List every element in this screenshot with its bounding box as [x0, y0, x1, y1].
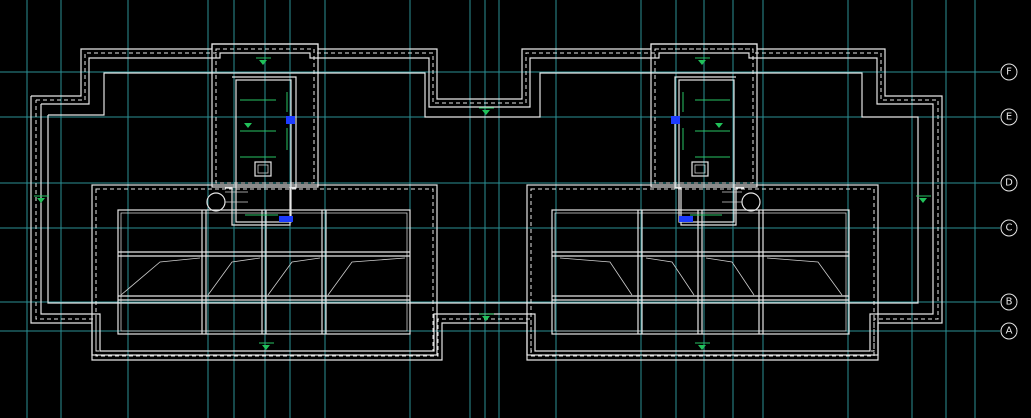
right-vent-box: [691, 161, 709, 177]
axis-circle-icon: [1000, 219, 1018, 237]
level-triangle-icon: [919, 198, 927, 203]
drain-circle-icon: [741, 192, 761, 212]
axis-label: E: [1006, 112, 1012, 123]
level-triangle-icon: [37, 198, 45, 203]
level-triangle-icon: [482, 316, 490, 321]
axis-circle-icon: [1000, 108, 1018, 126]
level-triangle-icon: [715, 123, 723, 128]
level-triangle-icon: [259, 60, 267, 65]
axis-bubble-B: B: [1000, 293, 1018, 311]
right-platform: [526, 184, 879, 356]
level-triangle-icon: [698, 345, 706, 350]
right-unit: [526, 43, 879, 356]
door-marker-icon: [279, 216, 293, 222]
left-vent-box: [254, 161, 272, 177]
axis-circle-icon: [1000, 293, 1018, 311]
axis-bubble-D: D: [1000, 174, 1018, 192]
roof-outline: [30, 43, 943, 361]
axis-label: F: [1006, 67, 1012, 78]
axis-label: C: [1006, 223, 1013, 234]
axis-bubble-E: E: [1000, 108, 1018, 126]
door-marker-icon: [286, 116, 295, 124]
left-platform: [91, 184, 438, 356]
right-skylight: [551, 209, 850, 335]
level-triangle-icon: [262, 345, 270, 350]
level-triangle-icon: [698, 60, 706, 65]
door-marker-icon: [671, 116, 680, 124]
axis-label: D: [1005, 178, 1013, 189]
door-marker-icon: [679, 216, 693, 222]
axis-label: B: [1006, 297, 1013, 308]
axis-circle-icon: [1000, 174, 1018, 192]
axis-circle-icon: [1000, 63, 1018, 81]
axis-bubble-C: C: [1000, 219, 1018, 237]
level-triangle-icon: [482, 110, 490, 115]
level-markers: [34, 57, 931, 350]
left-skylight: [117, 209, 411, 335]
right-stair-tower: [650, 43, 758, 188]
axis-label: A: [1006, 326, 1013, 337]
drain-circle-icon: [206, 192, 226, 212]
left-stair-tower: [211, 43, 319, 188]
axis-circle-icon: [1000, 322, 1018, 340]
level-triangle-icon: [244, 123, 252, 128]
axis-bubble-F: F: [1000, 63, 1018, 81]
axis-bubble-A: A: [1000, 322, 1018, 340]
left-unit: [91, 43, 438, 356]
